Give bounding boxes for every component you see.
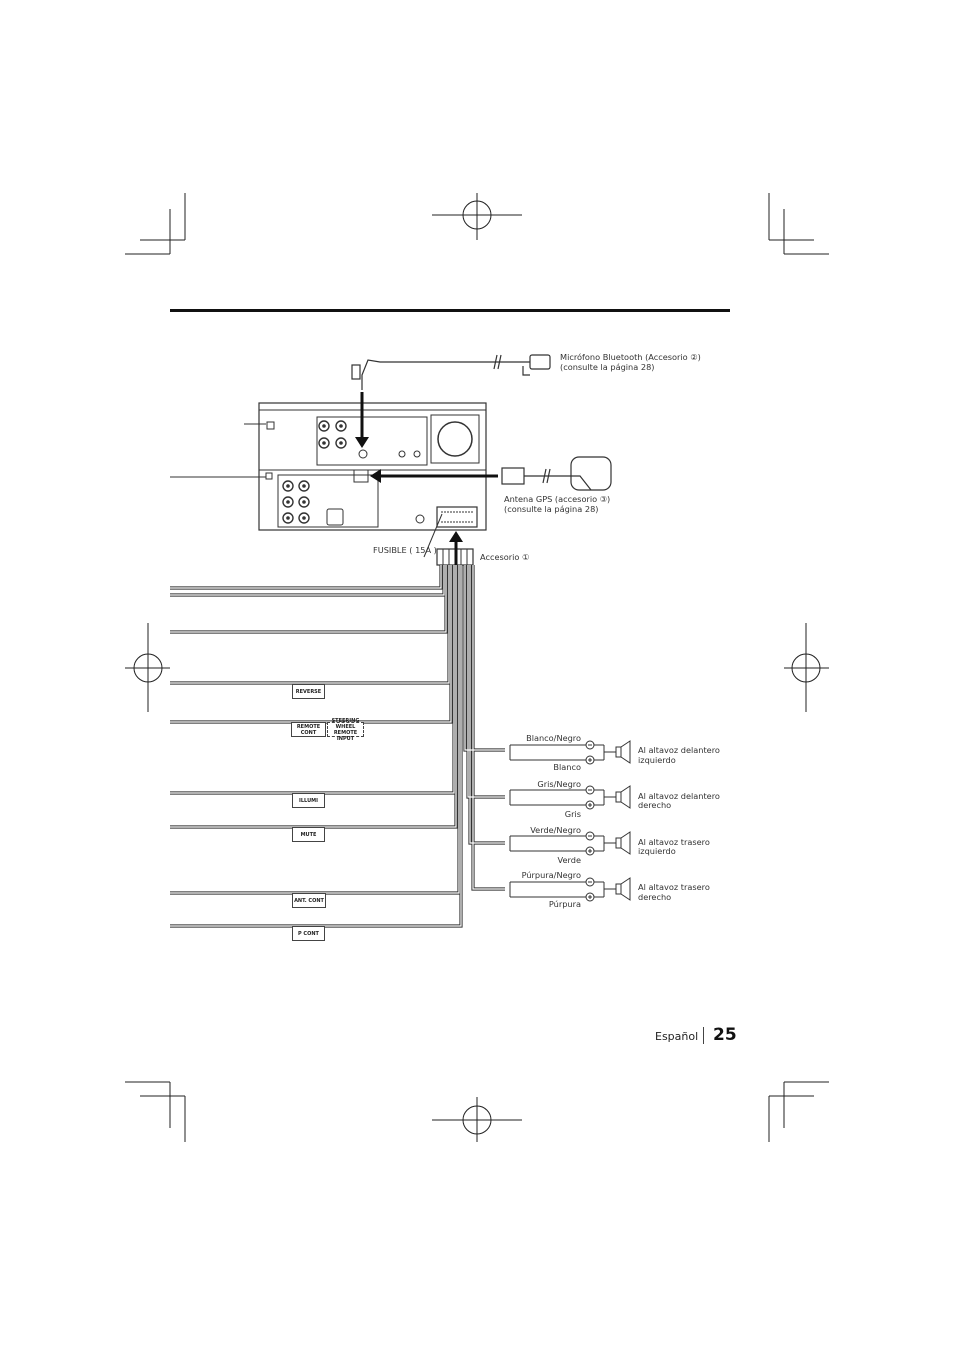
gps-label-line2: (consulte la página 28): [504, 504, 599, 514]
speaker-label-line2: derecho: [638, 800, 672, 810]
tag-mute: MUTE: [292, 827, 325, 842]
left-arrow-gps: [370, 469, 498, 483]
speaker-branches: [509, 740, 631, 902]
speaker-label-line1: Al altavoz trasero: [638, 837, 710, 847]
gps-label-line1: Antena GPS (accesorio ③): [504, 494, 611, 504]
gps-antenna: [501, 456, 612, 491]
page-number: 25: [713, 1025, 737, 1045]
speaker-label-line2: izquierdo: [638, 755, 676, 765]
speaker-label-line1: Al altavoz delantero: [638, 791, 720, 801]
speaker-rear-right: [509, 877, 631, 902]
wire-label-neg: Gris/Negro: [537, 779, 581, 789]
harness-wires: [170, 565, 505, 928]
wire-label-neg: Púrpura/Negro: [521, 870, 581, 880]
header-rule: [170, 309, 730, 312]
fuse-leader: [423, 513, 443, 558]
crop-mark-bottom-left: [125, 1081, 186, 1142]
wire-label-pos: Púrpura: [548, 899, 581, 909]
tag-steering-wheel-remote: STEERING WHEEL REMOTE INPUT: [327, 718, 364, 742]
fuse-label: FUSIBLE ( 15A ): [373, 545, 437, 555]
up-arrow-connector: [449, 531, 463, 566]
tag-steering-line1: STEERING WHEEL: [331, 717, 360, 730]
head-unit-rear-panel: [258, 402, 487, 531]
registration-mark-bottom: [432, 1097, 522, 1142]
accessory-label: Accesorio ①: [480, 552, 530, 562]
registration-mark-right: [784, 623, 829, 712]
mic-label-line2: (consulte la página 28): [560, 362, 655, 372]
crop-mark-top-left: [125, 193, 186, 255]
mic-label-line1: Micrófono Bluetooth (Accesorio ②): [560, 352, 701, 362]
tag-p-cont: P CONT: [292, 926, 325, 941]
tag-ant-cont: ANT. CONT: [292, 893, 326, 908]
footer-language: Español: [655, 1030, 699, 1043]
wire-label-pos: Gris: [564, 809, 581, 819]
crop-mark-top-right: [768, 193, 829, 255]
speaker-front-left: [509, 740, 631, 765]
speaker-front-right: [509, 785, 631, 810]
footer-divider: [703, 1027, 704, 1044]
wire-label-pos: Verde: [557, 855, 581, 865]
registration-mark-top: [432, 193, 522, 240]
tag-reverse: REVERSE: [292, 684, 325, 699]
wire-label-neg: Blanco/Negro: [526, 733, 581, 743]
tag-steering-line2: REMOTE INPUT: [333, 729, 358, 742]
speaker-label-line2: izquierdo: [638, 846, 676, 856]
speaker-label-line2: derecho: [638, 892, 672, 902]
registration-mark-left: [125, 623, 170, 712]
tag-remote-cont: REMOTE CONT: [291, 722, 326, 737]
speaker-label-line1: Al altavoz trasero: [638, 882, 710, 892]
wire-label-pos: Blanco: [553, 762, 581, 772]
tag-illumi: ILLUMI: [292, 793, 325, 808]
speaker-rear-left: [509, 831, 631, 856]
wire-label-neg: Verde/Negro: [530, 825, 581, 835]
bluetooth-mic-cable: [351, 354, 551, 390]
down-arrow-mic: [355, 392, 369, 448]
speaker-label-line1: Al altavoz delantero: [638, 745, 720, 755]
crop-mark-bottom-right: [768, 1081, 829, 1142]
